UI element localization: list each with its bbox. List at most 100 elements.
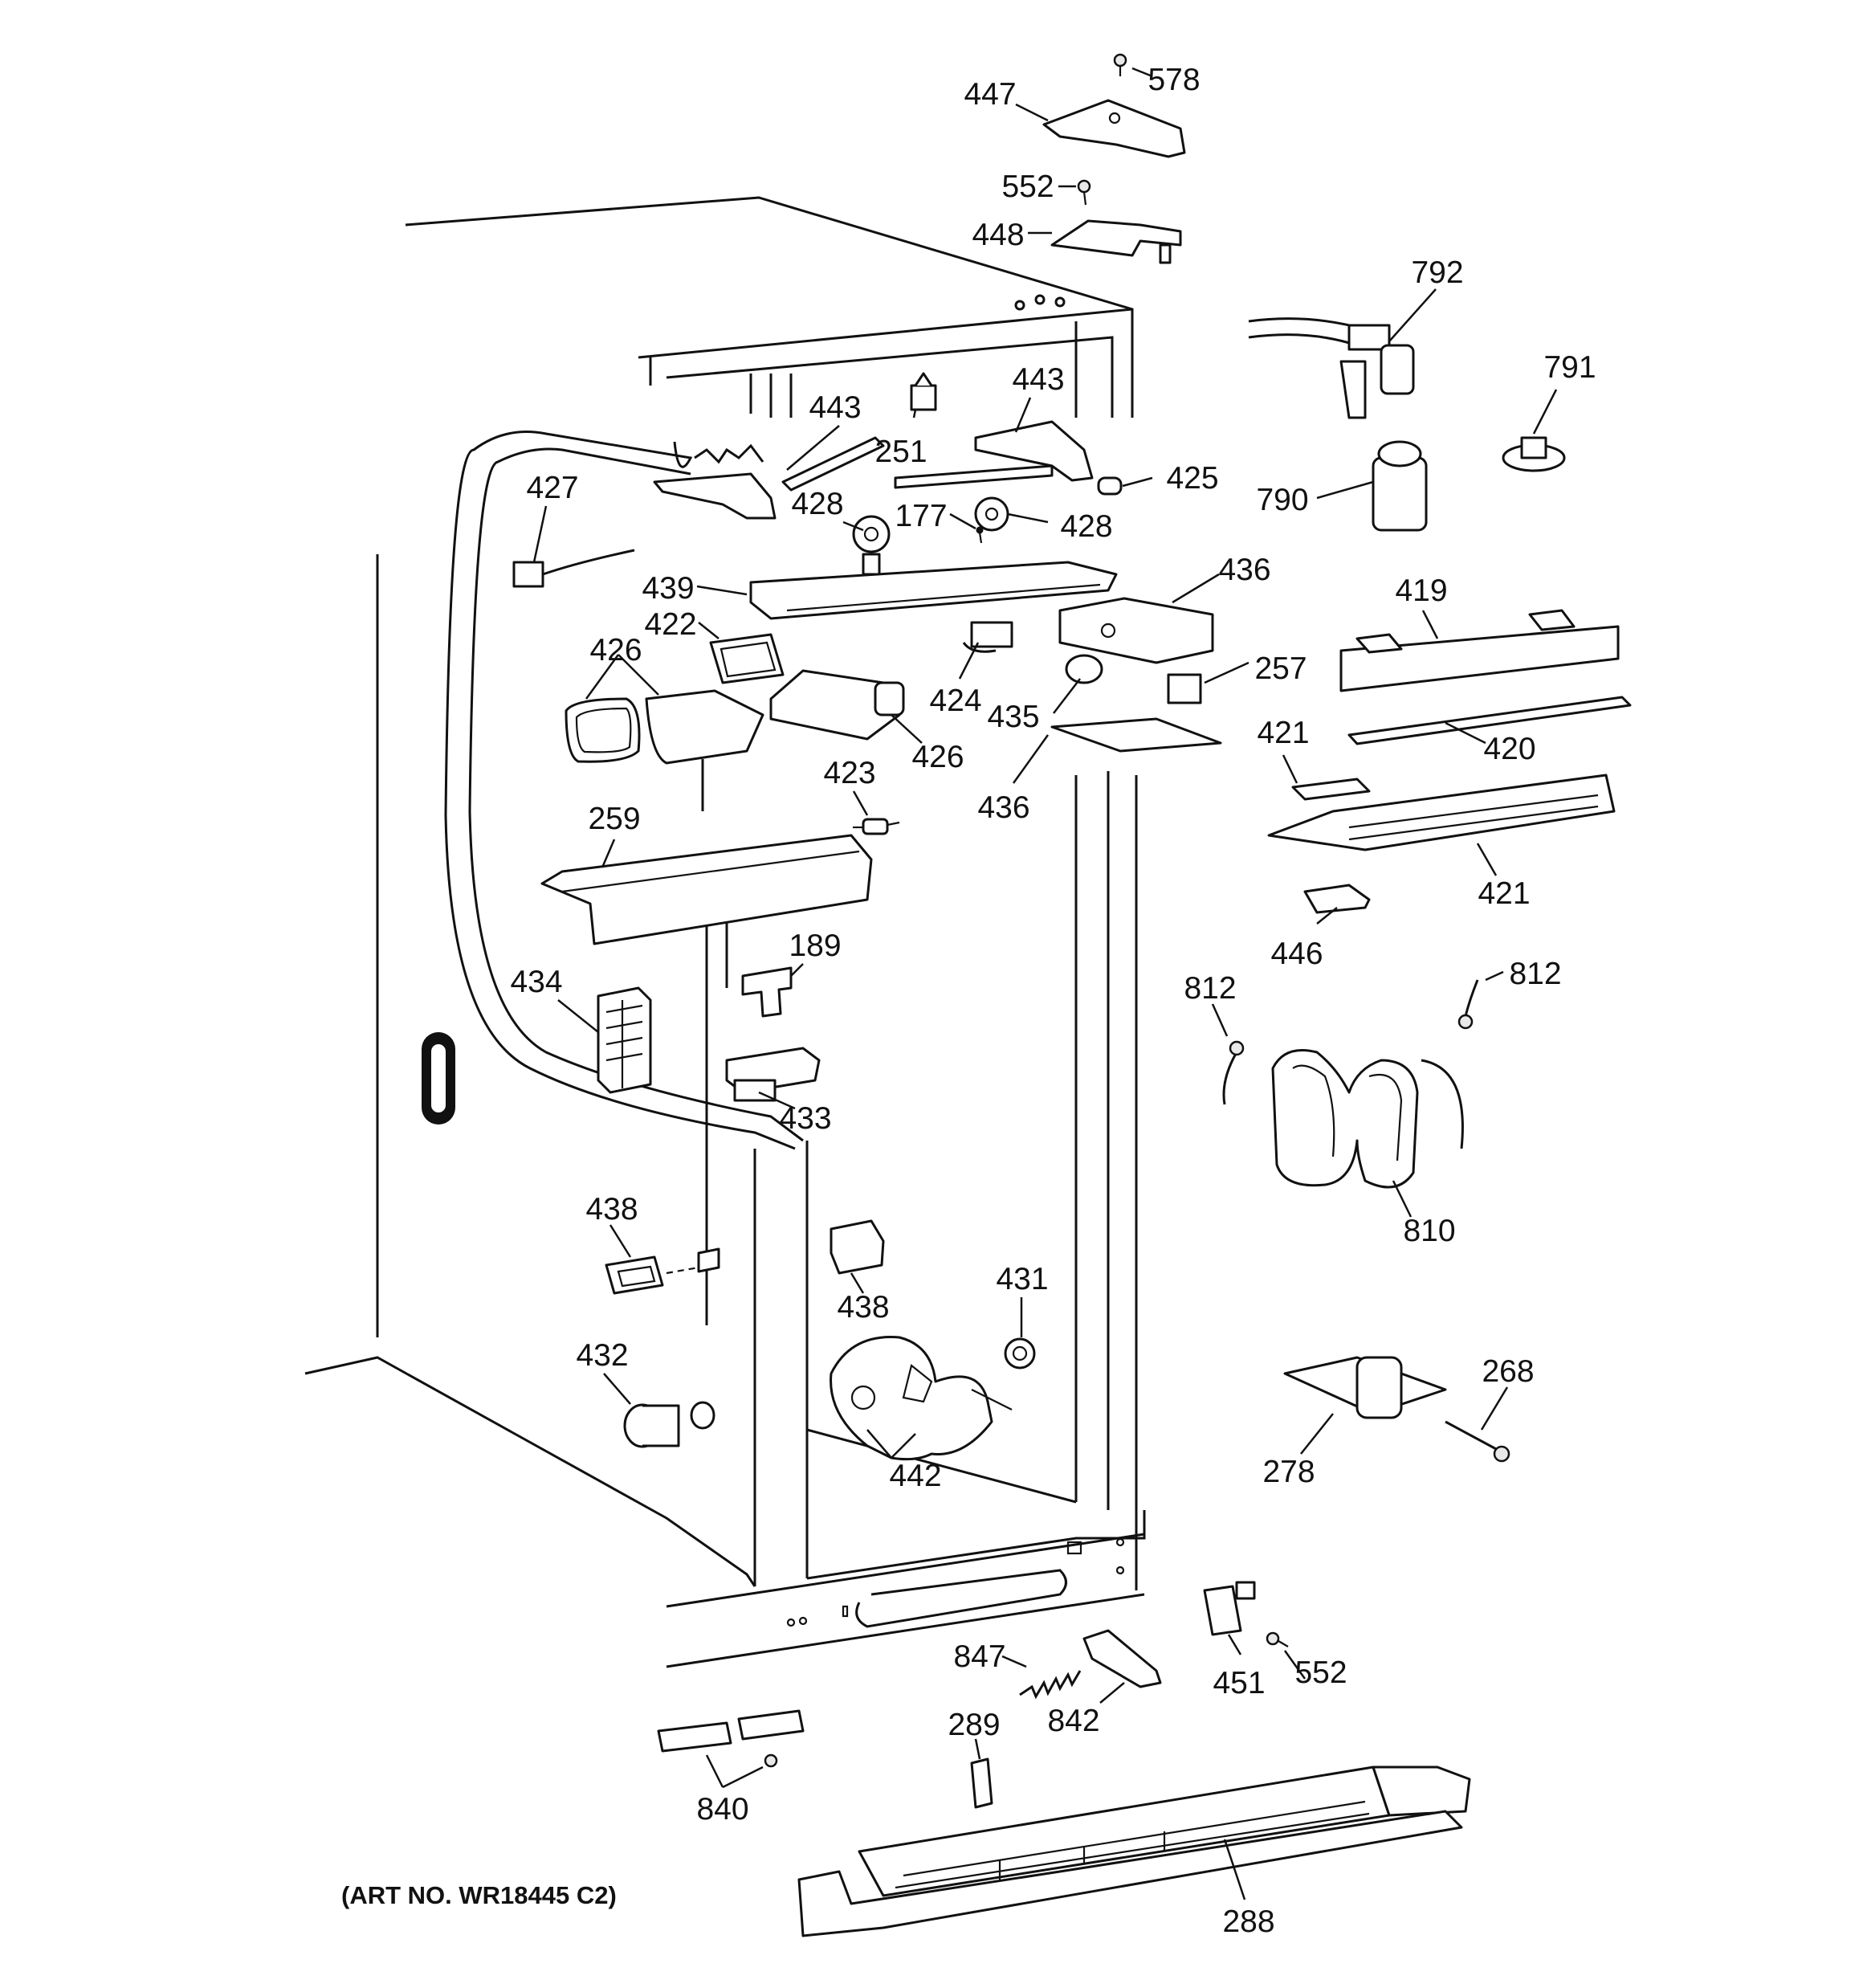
callout-426: 426: [589, 633, 642, 667]
part-259-cover: [540, 834, 873, 945]
callout-426: 426: [911, 740, 964, 774]
callout-439: 439: [642, 571, 694, 606]
part-420-strip: [1347, 696, 1632, 745]
callout-177: 177: [895, 499, 947, 533]
part-436-cover: [1050, 717, 1222, 753]
part-436-control-box: [1058, 597, 1214, 664]
leader-lines: [532, 67, 1558, 1900]
part-251-clip: [910, 372, 937, 411]
part-438-light-left: [605, 1247, 720, 1295]
callout-847: 847: [953, 1639, 1005, 1674]
part-791-cap: [1502, 436, 1566, 472]
part-431-fitting: [1004, 1337, 1036, 1370]
part-847-spring: [1019, 1670, 1082, 1700]
callout-448: 448: [972, 218, 1024, 252]
callout-268: 268: [1482, 1354, 1534, 1389]
callout-812: 812: [1509, 957, 1561, 991]
callout-425: 425: [1166, 461, 1218, 496]
callout-428: 428: [1060, 509, 1112, 544]
callout-labels: 578 447 552 448 792 791 790 443 443 251 …: [510, 63, 1596, 1939]
part-177-screw: [976, 526, 984, 544]
part-426-duct-right: [769, 669, 905, 741]
callout-438: 438: [837, 1290, 889, 1325]
callout-447: 447: [964, 77, 1016, 112]
part-278-damper-assembly: [1283, 1356, 1447, 1419]
part-790-filter: [1372, 440, 1428, 532]
callout-840: 840: [696, 1792, 748, 1827]
part-552-screw-bottom: [1266, 1631, 1289, 1647]
art-number: (ART NO. WR18445 C2): [341, 1881, 617, 1909]
part-552-screw-top: [1077, 179, 1091, 206]
callout-436: 436: [1218, 553, 1270, 587]
callout-419: 419: [1395, 574, 1447, 608]
part-433-bracket: [725, 1047, 821, 1102]
callout-427: 427: [526, 471, 578, 505]
callout-443: 443: [809, 390, 861, 425]
part-435-bulb-holder: [1065, 654, 1103, 684]
part-812-hose-right: [1457, 979, 1479, 1030]
part-451-hinge: [1203, 1581, 1256, 1636]
callout-812: 812: [1184, 971, 1236, 1006]
part-426-duct-left: [565, 689, 764, 765]
callout-552: 552: [1294, 1655, 1347, 1690]
part-268-screw: [1445, 1420, 1510, 1463]
part-439-damper-housing: [749, 561, 1118, 620]
callout-578: 578: [1148, 63, 1200, 97]
callout-428: 428: [791, 487, 843, 521]
part-288-grille: [797, 1766, 1471, 1937]
part-448-hinge: [1050, 219, 1182, 264]
callout-436: 436: [977, 790, 1029, 825]
part-438-light-right: [830, 1219, 885, 1275]
callout-790: 790: [1256, 483, 1308, 517]
callout-442: 442: [889, 1459, 941, 1493]
part-810-ice-tray-heater: [1271, 1049, 1464, 1189]
part-446-lens: [1303, 884, 1371, 914]
part-419-channel: [1339, 609, 1620, 692]
callout-810: 810: [1403, 1214, 1455, 1248]
callout-259: 259: [588, 802, 640, 836]
part-443-damper-left: [653, 436, 885, 520]
refrigerator-cabinet: [304, 196, 1146, 1668]
part-428-gear-left: [852, 515, 891, 576]
part-422-frame: [709, 633, 785, 684]
part-447-hinge-cover: [1042, 99, 1186, 158]
callout-189: 189: [789, 929, 841, 963]
part-421-duct: [1267, 774, 1616, 851]
part-443-damper-right: [894, 420, 1094, 489]
part-812-hose-left: [1222, 1040, 1245, 1105]
part-428-gear-right: [974, 496, 1009, 532]
callout-792: 792: [1411, 255, 1463, 290]
part-840-hinge-covers: [657, 1709, 805, 1768]
part-421-gasket: [1291, 778, 1371, 801]
callout-431: 431: [996, 1262, 1048, 1296]
callout-422: 422: [644, 607, 696, 642]
part-578-screw: [1113, 53, 1127, 76]
callout-424: 424: [929, 684, 981, 718]
callout-552: 552: [1001, 169, 1054, 204]
part-842-bracket: [1082, 1629, 1162, 1688]
callout-451: 451: [1213, 1666, 1265, 1700]
callout-434: 434: [510, 965, 562, 999]
part-257-relay: [1167, 673, 1202, 704]
callout-421: 421: [1478, 876, 1530, 911]
part-434-grille: [597, 986, 652, 1094]
part-442-fan-shroud: [830, 1336, 1013, 1461]
part-424-switch: [962, 621, 1013, 653]
part-189-tee: [741, 966, 793, 1018]
callout-278: 278: [1262, 1455, 1315, 1489]
callout-446: 446: [1270, 937, 1323, 971]
callout-420: 420: [1483, 732, 1535, 766]
callout-432: 432: [576, 1338, 628, 1373]
callout-443: 443: [1012, 362, 1064, 397]
part-792-valve: [1248, 317, 1415, 419]
part-427-sensor: [512, 549, 635, 588]
callout-435: 435: [987, 700, 1039, 734]
callout-257: 257: [1254, 651, 1307, 686]
callout-289: 289: [948, 1708, 1000, 1742]
callout-288: 288: [1222, 1904, 1274, 1939]
part-289-clip: [970, 1757, 993, 1809]
callout-438: 438: [585, 1192, 638, 1227]
part-432-bushing: [623, 1401, 715, 1448]
callout-421: 421: [1257, 716, 1309, 750]
